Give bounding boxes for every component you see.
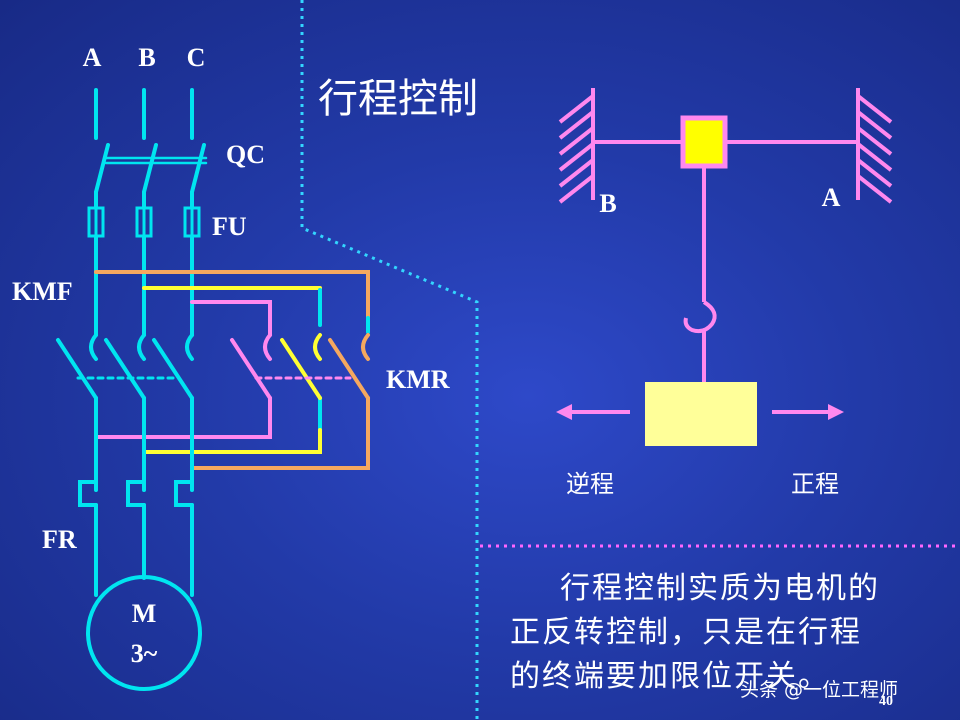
incoming-phase-lines [94, 88, 206, 210]
phase-a-label: A [83, 43, 102, 72]
reverse-contactor-label: KMR [386, 365, 450, 394]
end-right-label: A [822, 183, 841, 212]
motor-sub-label: 3~ [131, 639, 158, 668]
fuses-fu [87, 203, 201, 241]
watermark: 头条 @一位工程师 [740, 679, 898, 701]
load-block [645, 382, 757, 446]
reverse-travel-label: 逆程 [566, 470, 614, 498]
note-line-2: 正反转控制，只是在行程 [510, 615, 862, 650]
reversing-connection-loops [94, 270, 370, 470]
note-line-3: 的终端要加限位开关。 [510, 659, 830, 694]
note-line-1: 行程控制实质为电机的 [560, 571, 880, 606]
fuse-label: FU [212, 212, 247, 241]
travel-title: 行程控制 [318, 76, 478, 122]
page-number: 40 [879, 694, 893, 709]
hook-assembly [683, 166, 717, 382]
main-bus-lines [94, 234, 194, 337]
travel-mechanism-diagram [556, 88, 893, 446]
forward-contactor-label: KMF [12, 277, 73, 306]
left-end-stop [558, 88, 595, 204]
trolley-slider [680, 115, 728, 169]
motor-label: M [132, 599, 157, 628]
reverse-arrow [556, 404, 630, 420]
breaker-qc [104, 156, 208, 165]
forward-travel-label: 正程 [791, 470, 839, 498]
power-circuit-diagram: A B C QC FU [12, 43, 450, 691]
phase-b-label: B [138, 43, 155, 72]
kmf-contacts [56, 333, 194, 492]
section-divider [300, 0, 960, 720]
breaker-label: QC [226, 140, 265, 169]
overload-label: FR [42, 525, 77, 554]
end-left-label: B [599, 189, 616, 218]
phase-c-label: C [187, 43, 206, 72]
loop-tab-segments [318, 316, 370, 414]
right-end-stop [856, 88, 893, 204]
forward-arrow [772, 404, 844, 420]
motor-symbol [86, 575, 202, 691]
overload-relay-fr [78, 480, 194, 597]
kmr-contacts [230, 333, 370, 400]
